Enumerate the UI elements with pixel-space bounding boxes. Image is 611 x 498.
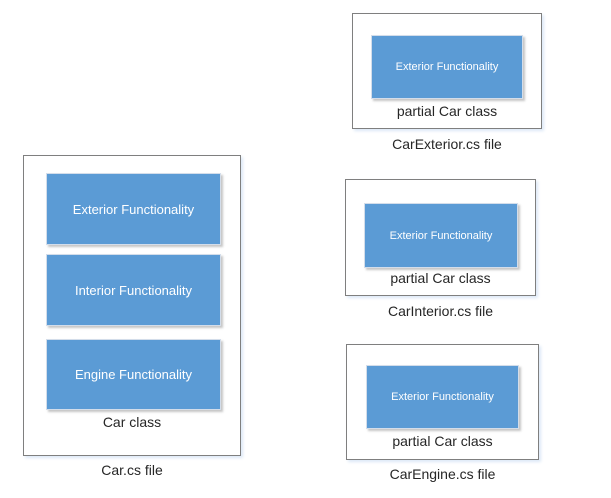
block-label: Exterior Functionality	[391, 391, 494, 403]
interior-functionality-block: Interior Functionality	[46, 254, 221, 326]
block-label: Exterior Functionality	[395, 61, 499, 73]
car-interior-partial-box: Exterior Functionality partial Car class	[345, 179, 536, 296]
car-cs-file-label: Car.cs file	[101, 462, 163, 478]
car-engine-partial-box: Exterior Functionality partial Car class	[346, 344, 539, 460]
partial-car-class-label: partial Car class	[392, 433, 493, 449]
exterior-functionality-block: Exterior Functionality	[46, 173, 221, 245]
car-interior-cs-file-label: CarInterior.cs file	[387, 303, 494, 319]
engine-functionality-block: Engine Functionality	[46, 339, 221, 410]
car-engine-cs-file-label: CarEngine.cs file	[389, 466, 496, 482]
exterior-functionality-block: Exterior Functionality	[364, 203, 518, 268]
block-label: Exterior Functionality	[389, 229, 493, 242]
exterior-functionality-block: Exterior Functionality	[366, 365, 519, 429]
car-exterior-partial-box: Exterior Functionality partial Car class	[352, 13, 542, 129]
partial-car-class-label: partial Car class	[396, 103, 498, 119]
partial-car-class-label: partial Car class	[390, 270, 491, 286]
exterior-functionality-block: Exterior Functionality	[371, 35, 523, 99]
car-exterior-cs-file-label: CarExterior.cs file	[392, 136, 502, 152]
block-label: Interior Functionality	[74, 282, 193, 298]
car-class-box: Exterior Functionality Interior Function…	[23, 155, 241, 456]
block-label: Engine Functionality	[74, 367, 193, 382]
block-label: Exterior Functionality	[72, 201, 195, 217]
car-class-label: Car class	[102, 414, 162, 430]
